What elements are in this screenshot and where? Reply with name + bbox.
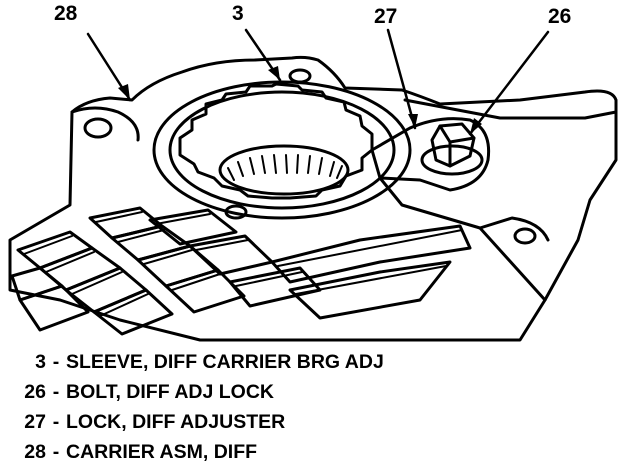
rib-shadows (23, 211, 463, 317)
callout-26: 26 (548, 5, 572, 28)
legend-item: 28-CARRIER ASM, DIFF (8, 437, 384, 467)
right-flange-inner (478, 216, 550, 242)
legend-text: BOLT, DIFF ADJ LOCK (66, 381, 274, 403)
rib-cells (10, 206, 472, 336)
flange-hole-1 (224, 204, 248, 220)
callout-3: 3 (232, 2, 244, 25)
legend-text: SLEEVE, DIFF CARRIER BRG ADJ (66, 351, 384, 373)
legend-number: 28 (24, 441, 46, 463)
leader-arrowheads (118, 66, 482, 134)
legend-text: LOCK, DIFF ADJUSTER (66, 411, 286, 433)
callout-28: 28 (54, 2, 78, 25)
legend-text: CARRIER ASM, DIFF (66, 441, 258, 463)
flange-hole-2 (513, 227, 537, 245)
legend-item: 26-BOLT, DIFF ADJ LOCK (8, 377, 384, 407)
legend-number: 3 (35, 351, 46, 373)
housing-rim (403, 98, 618, 120)
legend-separator: - (52, 351, 60, 373)
spline-bore (218, 144, 350, 196)
legend-item: 3-SLEEVE, DIFF CARRIER BRG ADJ (8, 347, 384, 377)
callout-27: 27 (374, 5, 398, 28)
carrier-housing-outline (8, 55, 618, 342)
legend-separator: - (52, 441, 60, 463)
top-boss-hole (288, 68, 312, 84)
left-boss-hole (83, 117, 113, 139)
legend-separator: - (52, 381, 60, 403)
left-boss (70, 106, 140, 142)
spline-teeth (227, 154, 343, 181)
adjuster-lock-plate (370, 117, 491, 192)
parts-legend: 3-SLEEVE, DIFF CARRIER BRG ADJ 26-BOLT, … (8, 347, 384, 467)
right-flange (378, 176, 547, 302)
adjuster-sleeve-teeth (178, 82, 374, 200)
bore-outer-ring (152, 80, 412, 220)
leader-26 (468, 30, 550, 136)
legend-number: 27 (24, 411, 46, 433)
legend-item: 27-LOCK, DIFF ADJUSTER (8, 407, 384, 437)
legend-separator: - (52, 411, 60, 433)
lock-bolt-washer (420, 144, 484, 176)
legend-number: 26 (24, 381, 46, 403)
bore-inner-ring (168, 90, 396, 210)
leader-27 (386, 28, 417, 130)
